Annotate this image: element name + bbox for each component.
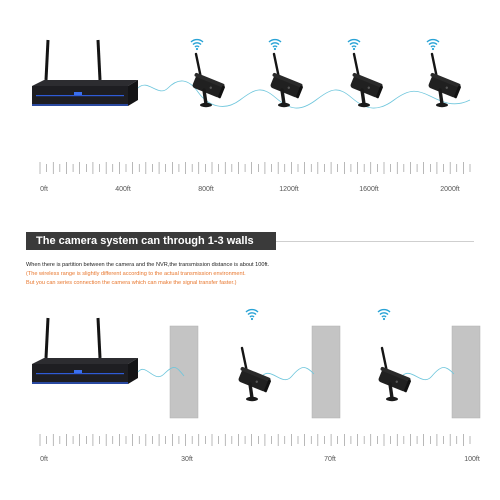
distance-label: 30ft <box>181 456 193 463</box>
note-line: (The wireless range is slightly differen… <box>26 271 246 277</box>
banner-divider <box>276 241 474 242</box>
wall <box>169 325 199 419</box>
top-camera-1 <box>188 52 228 109</box>
wall <box>311 325 341 419</box>
top-signal-wave <box>137 80 471 109</box>
wifi-icon <box>426 38 440 51</box>
section-banner: The camera system can through 1-3 walls <box>26 232 276 250</box>
bottom-signal-wave <box>137 367 185 377</box>
bottom-camera-1 <box>234 346 274 403</box>
bottom-ruler <box>39 434 471 446</box>
wifi-icon <box>268 38 282 51</box>
distance-label: 400ft <box>115 186 131 193</box>
bottom-nvr <box>30 316 140 386</box>
distance-label: 800ft <box>198 186 214 193</box>
note-line: When there is partition between the came… <box>26 262 270 268</box>
note-line: But you can series connection the camera… <box>26 280 237 286</box>
wifi-icon <box>190 38 204 51</box>
distance-label: 100ft <box>464 456 480 463</box>
wifi-icon <box>377 308 391 321</box>
distance-label: 1200ft <box>279 186 299 193</box>
distance-label: 0ft <box>40 456 48 463</box>
wall <box>451 325 481 419</box>
distance-label: 2000ft <box>440 186 460 193</box>
distance-label: 1600ft <box>359 186 379 193</box>
top-nvr <box>30 38 140 108</box>
bottom-camera-2 <box>374 346 414 403</box>
wifi-icon <box>245 308 259 321</box>
bottom-signal-wave <box>401 367 455 381</box>
top-camera-2 <box>266 52 306 109</box>
distance-label: 70ft <box>324 456 336 463</box>
top-ruler <box>39 162 471 174</box>
top-camera-4 <box>424 52 464 109</box>
distance-label: 0ft <box>40 186 48 193</box>
wifi-icon <box>347 38 361 51</box>
bottom-signal-wave <box>261 367 315 381</box>
